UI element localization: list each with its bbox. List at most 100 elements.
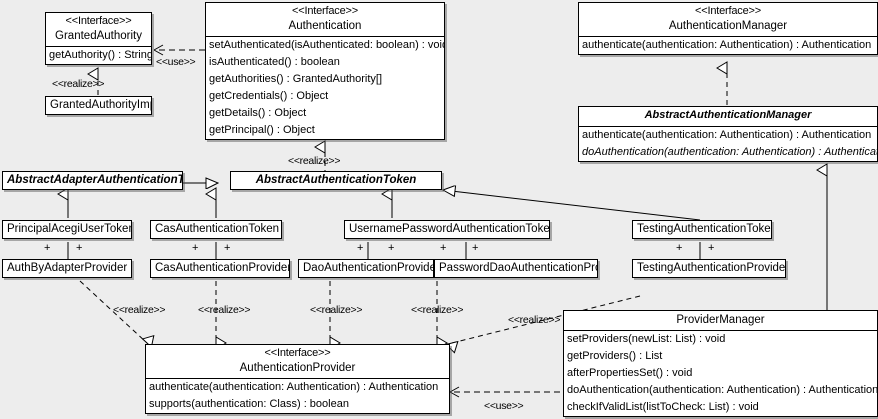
- operations-compartment: setAuthenticated(isAuthenticated: boolea…: [206, 36, 444, 139]
- operations-compartment: authenticate(authentication: Authenticat…: [579, 125, 878, 161]
- class-cas-authentication-token[interactable]: CasAuthenticationToken: [150, 220, 282, 240]
- association-marker: +: [472, 242, 479, 254]
- class-name-label: AuthenticationManager: [668, 19, 788, 32]
- association-marker: +: [76, 242, 83, 254]
- class-header: AbstractAuthenticationToken: [231, 172, 441, 189]
- operation-row: getAuthorities() : GrantedAuthority[]: [209, 73, 383, 86]
- class-name-label: TestingAuthenticationToken: [637, 223, 772, 235]
- operation-row: setProviders(newList: List) : void: [567, 333, 726, 346]
- operations-compartment: getAuthority() : String: [46, 46, 151, 64]
- class-authentication-provider[interactable]: <<Interface>> AuthenticationProvider aut…: [145, 344, 450, 415]
- class-header: <<Interface>> AuthenticationManager: [579, 3, 877, 36]
- class-header: <<Interface>> AuthenticationProvider: [146, 345, 449, 378]
- operation-row: getDetails() : Object: [209, 107, 307, 120]
- class-name-label: DaoAuthenticationProvider: [303, 262, 434, 274]
- label-use-authentication-grantedauthority: <<use>>: [156, 56, 196, 68]
- class-header: PasswordDaoAuthenticationProvider: [435, 260, 597, 277]
- operation-row: supports(authentication: Class) : boolea…: [149, 398, 349, 411]
- class-name-label: AuthByAdapterProvider: [7, 262, 128, 274]
- class-name-label: CasAuthenticationProvider: [155, 262, 290, 274]
- association-marker: +: [676, 242, 683, 254]
- stereotype-label: <<Interface>>: [264, 347, 331, 359]
- operation-row: checkIfValidList(listToCheck: List) : vo…: [567, 401, 759, 414]
- class-name-label: AuthenticationProvider: [239, 361, 356, 374]
- operations-compartment: authenticate(authentication: Authenticat…: [579, 36, 877, 54]
- label-realize-abstract-authentication-token: <<realize>>: [288, 155, 341, 167]
- class-auth-by-adapter-provider[interactable]: AuthByAdapterProvider: [2, 259, 132, 279]
- operation-row: getCredentials() : Object: [209, 90, 329, 103]
- association-marker: +: [44, 242, 51, 254]
- class-header: AbstractAdapterAuthenticationToken: [3, 172, 182, 189]
- class-header: UsernamePasswordAuthenticationToken: [345, 221, 549, 238]
- class-header: <<Interface>> GrantedAuthority: [46, 13, 151, 46]
- class-abstract-adapter-authentication-token[interactable]: AbstractAdapterAuthenticationToken: [2, 171, 183, 191]
- class-abstract-authentication-manager[interactable]: AbstractAuthenticationManager authentica…: [578, 106, 878, 162]
- stereotype-label: <<Interface>>: [65, 15, 132, 27]
- label-use-provider-manager-authentication-provider: <<use>>: [484, 400, 524, 412]
- class-granted-authority-impl[interactable]: GrantedAuthorityImpl: [45, 96, 152, 116]
- operation-row: doAuthentication(authentication: Authent…: [567, 384, 878, 397]
- class-header: DaoAuthenticationProvider: [299, 260, 433, 277]
- operation-row: authenticate(authentication: Authenticat…: [582, 128, 872, 141]
- operation-row-abstract: doAuthentication(authentication: Authent…: [582, 145, 878, 158]
- class-header: ProviderManager: [564, 311, 877, 330]
- class-header: GrantedAuthorityImpl: [46, 97, 151, 114]
- class-header: TestingAuthenticationProvider: [633, 260, 785, 277]
- class-name-label: PrincipalAcegiUserToken: [7, 223, 132, 235]
- label-realize-granted-authority-impl: <<realize>>: [52, 78, 105, 90]
- operations-compartment: authenticate(authentication: Authenticat…: [146, 378, 449, 413]
- class-authentication-manager[interactable]: <<Interface>> AuthenticationManager auth…: [578, 2, 878, 56]
- class-name-label: AbstractAuthenticationManager: [644, 109, 812, 121]
- stereotype-label: <<Interface>>: [292, 5, 358, 17]
- label-realize-dao-authentication-provider: <<realize>>: [310, 304, 363, 316]
- class-header: <<Interface>> Authentication: [206, 3, 444, 36]
- class-name-label: ProviderManager: [676, 314, 765, 326]
- class-name-label: TestingAuthenticationProvider: [637, 262, 786, 274]
- operation-row: isAuthenticated() : boolean: [209, 56, 340, 69]
- class-testing-authentication-provider[interactable]: TestingAuthenticationProvider: [632, 259, 786, 279]
- association-marker: +: [192, 242, 199, 254]
- association-marker: +: [357, 242, 364, 254]
- operation-row: getProviders() : List: [567, 350, 663, 363]
- class-name-label: GrantedAuthority: [55, 29, 142, 42]
- class-password-dao-authentication-provider[interactable]: PasswordDaoAuthenticationProvider: [434, 259, 598, 279]
- association-marker: +: [708, 242, 715, 254]
- class-cas-authentication-provider[interactable]: CasAuthenticationProvider: [150, 259, 290, 279]
- class-abstract-authentication-token[interactable]: AbstractAuthenticationToken: [230, 171, 442, 191]
- association-marker: +: [388, 242, 395, 254]
- association-marker: +: [440, 242, 447, 254]
- class-name-label: UsernamePasswordAuthenticationToken: [349, 223, 550, 235]
- operation-row: getAuthority() : String: [49, 49, 152, 62]
- class-name-label: GrantedAuthorityImpl: [50, 99, 152, 111]
- class-dao-authentication-provider[interactable]: DaoAuthenticationProvider: [298, 259, 434, 279]
- class-authentication[interactable]: <<Interface>> Authentication setAuthenti…: [205, 2, 445, 141]
- class-header: CasAuthenticationToken: [151, 221, 281, 238]
- class-provider-manager[interactable]: ProviderManager setProviders(newList: Li…: [563, 310, 878, 418]
- class-header: AbstractAuthenticationManager: [579, 107, 877, 126]
- label-realize-auth-by-adapter-provider: <<realize>>: [113, 304, 166, 316]
- class-name-label: Authentication: [288, 19, 362, 32]
- class-header: TestingAuthenticationToken: [633, 221, 771, 238]
- operation-row: afterPropertiesSet() : void: [567, 367, 693, 380]
- operation-row: authenticate(authentication: Authenticat…: [582, 39, 872, 52]
- operation-row: getPrincipal() : Object: [209, 124, 315, 137]
- operation-row: setAuthenticated(isAuthenticated: boolea…: [209, 39, 445, 52]
- class-testing-authentication-token[interactable]: TestingAuthenticationToken: [632, 220, 772, 240]
- label-realize-cas-authentication-provider: <<realize>>: [198, 304, 251, 316]
- class-principal-acegi-user-token[interactable]: PrincipalAcegiUserToken: [2, 220, 132, 240]
- class-name-label: AbstractAuthenticationToken: [255, 174, 417, 186]
- class-name-label: CasAuthenticationToken: [155, 223, 280, 235]
- stereotype-label: <<Interface>>: [695, 5, 761, 17]
- association-marker: +: [224, 242, 231, 254]
- operations-compartment: setProviders(newList: List) : void getPr…: [564, 330, 877, 416]
- class-header: AuthByAdapterProvider: [3, 260, 131, 277]
- class-header: CasAuthenticationProvider: [151, 260, 289, 277]
- class-name-label: PasswordDaoAuthenticationProvider: [439, 262, 597, 274]
- label-realize-testing-authentication-provider: <<realize>>: [508, 314, 561, 326]
- class-header: PrincipalAcegiUserToken: [3, 221, 131, 238]
- class-name-label: AbstractAdapterAuthenticationToken: [7, 174, 182, 186]
- class-granted-authority[interactable]: <<Interface>> GrantedAuthority getAuthor…: [45, 12, 152, 66]
- class-username-password-authentication-token[interactable]: UsernamePasswordAuthenticationToken: [344, 220, 550, 240]
- label-realize-password-dao-authentication-provider: <<realize>>: [411, 304, 464, 316]
